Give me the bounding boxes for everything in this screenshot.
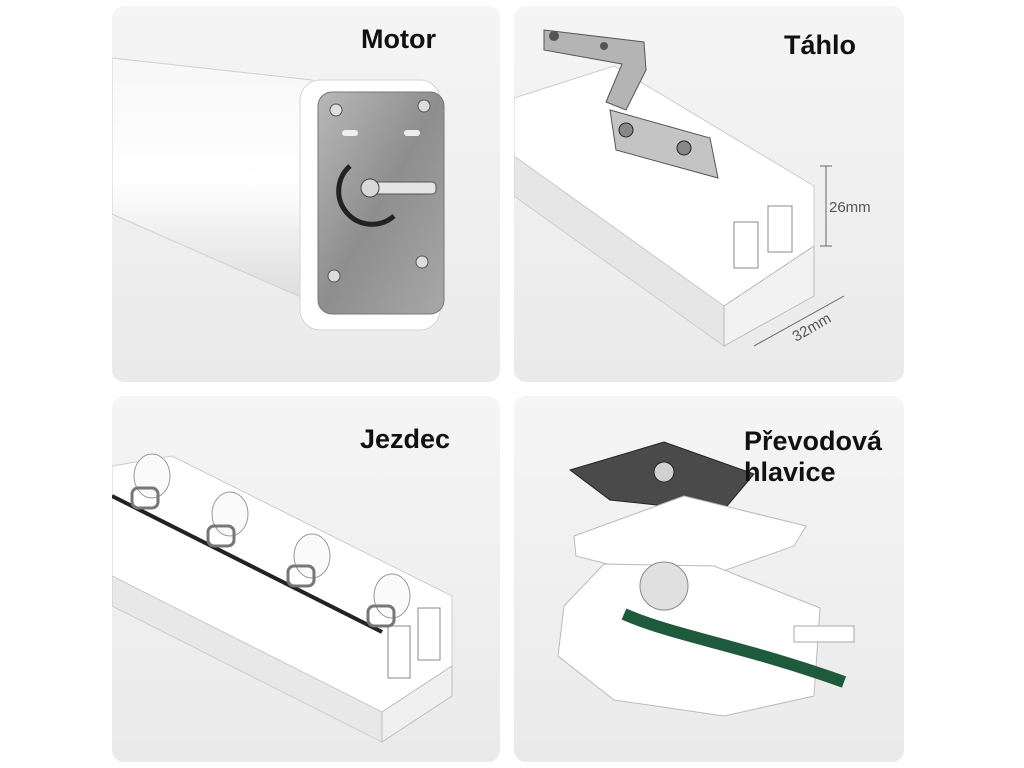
gear-head-label-line1: Převodová [744, 426, 883, 456]
glider-panel: Jezdec [112, 396, 500, 762]
gear-head-panel: Převodová hlavice [514, 396, 904, 762]
gear-head-label: Převodová hlavice [744, 426, 882, 488]
rod-panel: 26mm 32mm Táhlo [514, 6, 904, 382]
motor-image [112, 57, 445, 331]
glider-image [112, 453, 453, 743]
gear-head-label-line2: hlavice [744, 457, 836, 488]
width-dimension: 32mm [790, 310, 835, 346]
gear-head-image [557, 441, 855, 717]
height-dimension: 26mm [829, 199, 871, 216]
rod-image: 26mm 32mm [514, 29, 871, 347]
glider-label: Jezdec [360, 424, 451, 454]
motor-label: Motor [361, 24, 436, 54]
rod-label: Táhlo [784, 30, 856, 60]
motor-panel: Motor [112, 6, 500, 382]
